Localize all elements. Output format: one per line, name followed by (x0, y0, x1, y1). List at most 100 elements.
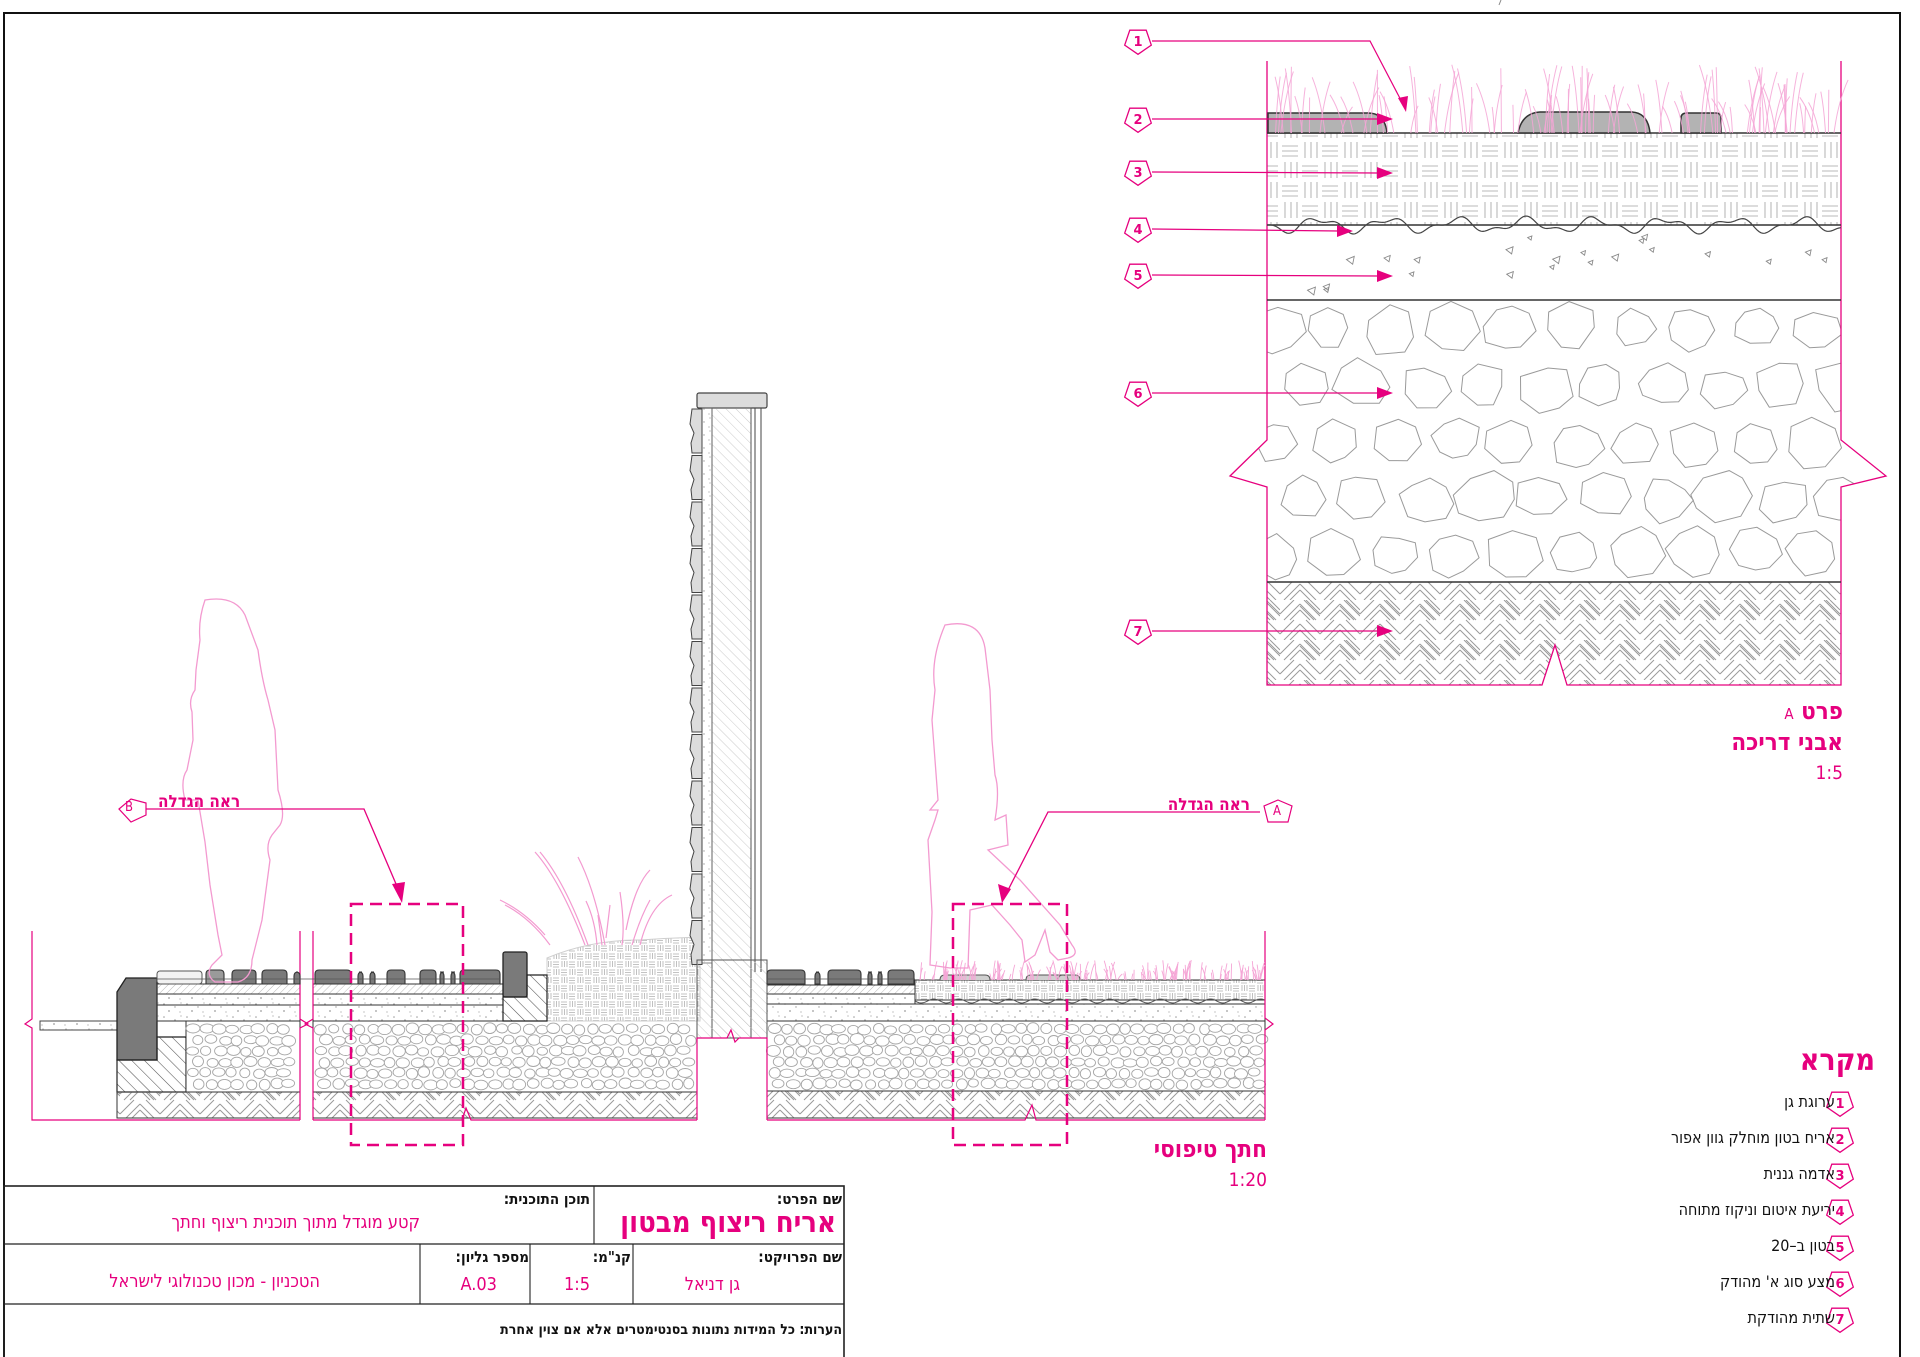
gravel-stone (1580, 471, 1632, 515)
drainage-membrane-wave (1266, 215, 1842, 235)
aggregate-mark (1548, 264, 1555, 271)
callout-b-letter: B (125, 800, 134, 815)
callout-a-label: ראה הגדלה (1167, 795, 1250, 815)
grass-blade (955, 960, 959, 981)
cladding-stone (689, 687, 703, 733)
grass-blade (1089, 963, 1095, 981)
grass-blade (1083, 961, 1089, 981)
callout-a-badge[interactable] (1263, 799, 1293, 823)
detail-a-title: פרט A (1784, 697, 1843, 725)
grass-blade (1532, 105, 1542, 134)
legend-badge-7: 7 (1825, 1307, 1855, 1334)
grass-blade (1698, 64, 1714, 134)
grass-blade (1711, 98, 1727, 134)
planter-soil-mound (546, 936, 701, 1022)
sand-bed-right (766, 984, 916, 995)
legend-item-6: מצע סוג א' מהודק (1720, 1272, 1835, 1291)
grass-blade (1592, 94, 1596, 134)
aggregate-mark (1587, 259, 1594, 266)
leader-arrowhead (1377, 113, 1393, 125)
grass-blade (1110, 962, 1117, 981)
grass-blade (944, 971, 947, 981)
grass-blade (1468, 98, 1474, 134)
subgrade-left (116, 1091, 301, 1119)
grass-blade (1491, 106, 1495, 134)
grass-blade (1548, 94, 1553, 134)
detail-a-leader-6: 6 (1123, 381, 1393, 408)
badge-number: 4 (1835, 1205, 1844, 1220)
grass-blade (1123, 973, 1126, 981)
enlargement-box-b[interactable] (349, 902, 465, 1147)
subgrade-mid (312, 1091, 698, 1119)
gravel-stone (1728, 526, 1783, 571)
badge-pentagon (1123, 107, 1153, 134)
project-name-label: שם הפרויקט: (758, 1248, 842, 1266)
grass-blade (1011, 964, 1016, 981)
plan-content-label: תוכן התוכנית: (503, 1190, 590, 1208)
legend-title: מקרא (1799, 1043, 1875, 1078)
grass-blade (991, 970, 998, 981)
grass-blade (1810, 93, 1817, 134)
institution: הטכניון - מכון טכנולוגי לישראל (109, 1271, 320, 1292)
grass-blade (1777, 83, 1788, 134)
cladding-stone (689, 501, 703, 547)
compacted-subgrade-layer (1230, 582, 1886, 685)
aggregate-mark (1638, 237, 1645, 245)
grass-blade (1155, 965, 1159, 981)
grass-blade (1451, 64, 1464, 134)
grass-blade (1076, 970, 1083, 981)
callout-b-label: ראה הגדלה (158, 792, 241, 812)
badge-pentagon (1123, 217, 1153, 244)
grass-blade (1057, 966, 1063, 981)
gravel-stone (1792, 311, 1844, 349)
aggregate-mark (1505, 246, 1514, 255)
grass-blade (1070, 961, 1076, 981)
legend-item-5: בטון ב–20 (1771, 1236, 1835, 1255)
callout-b-badge[interactable] (118, 798, 147, 823)
section-right-boundary (1264, 931, 1274, 1120)
badge-number: 1 (1133, 35, 1142, 50)
grass-blade (1711, 69, 1717, 134)
grass-blade (989, 973, 992, 981)
gravel-stone (1460, 363, 1503, 406)
concrete-mid (312, 1004, 504, 1022)
grass-blade (1171, 970, 1177, 981)
grass-blade (1259, 961, 1266, 981)
paver-2 (1517, 111, 1651, 134)
grass-blade (1544, 74, 1551, 134)
gravel-stone (1373, 418, 1423, 462)
leader-arrowhead (1377, 167, 1393, 179)
badge-pentagon (1123, 29, 1153, 56)
grass-blade (1754, 66, 1770, 134)
badge-pentagon (1123, 381, 1153, 408)
section-title: חתך טיפוסי (1153, 1135, 1267, 1163)
badge-number: 7 (1835, 1313, 1844, 1328)
item-name-label: שם הפרט: (776, 1190, 842, 1208)
badge-number: 7 (1133, 625, 1142, 640)
item-name: אריח ריצוף מבטון (620, 1205, 836, 1239)
legend-item-3: אדמה גננית (1763, 1164, 1835, 1183)
enlargement-box-a[interactable] (951, 902, 1069, 1147)
notes: הערות: כל המידות נתונות בסנטימטרים אלא א… (500, 1322, 842, 1338)
gravel-stone (1430, 417, 1480, 459)
grass-blade (1168, 965, 1174, 981)
paver-right-3 (827, 969, 862, 985)
left-thin-slab (39, 1020, 118, 1031)
detail-a-leader-1: 1 (1123, 29, 1408, 112)
grass-blade (1117, 973, 1123, 981)
planter-grass (499, 851, 673, 946)
grass-blade (1176, 961, 1179, 981)
gravel-stone (1547, 301, 1595, 350)
gravel-stone (1366, 304, 1415, 356)
sheet-border (3, 12, 1901, 1357)
paver-dark-7 (386, 969, 406, 985)
wall-mortar (701, 407, 713, 964)
cladding-stone (689, 594, 703, 640)
gravel-stone (1756, 362, 1804, 408)
grass-blade (1182, 968, 1187, 981)
grass-blade (1751, 83, 1766, 134)
grass-blade (1062, 966, 1068, 981)
project-name: גן דניאל (684, 1274, 740, 1295)
grass-blade (1241, 964, 1244, 981)
paver-dark-8 (419, 969, 437, 985)
